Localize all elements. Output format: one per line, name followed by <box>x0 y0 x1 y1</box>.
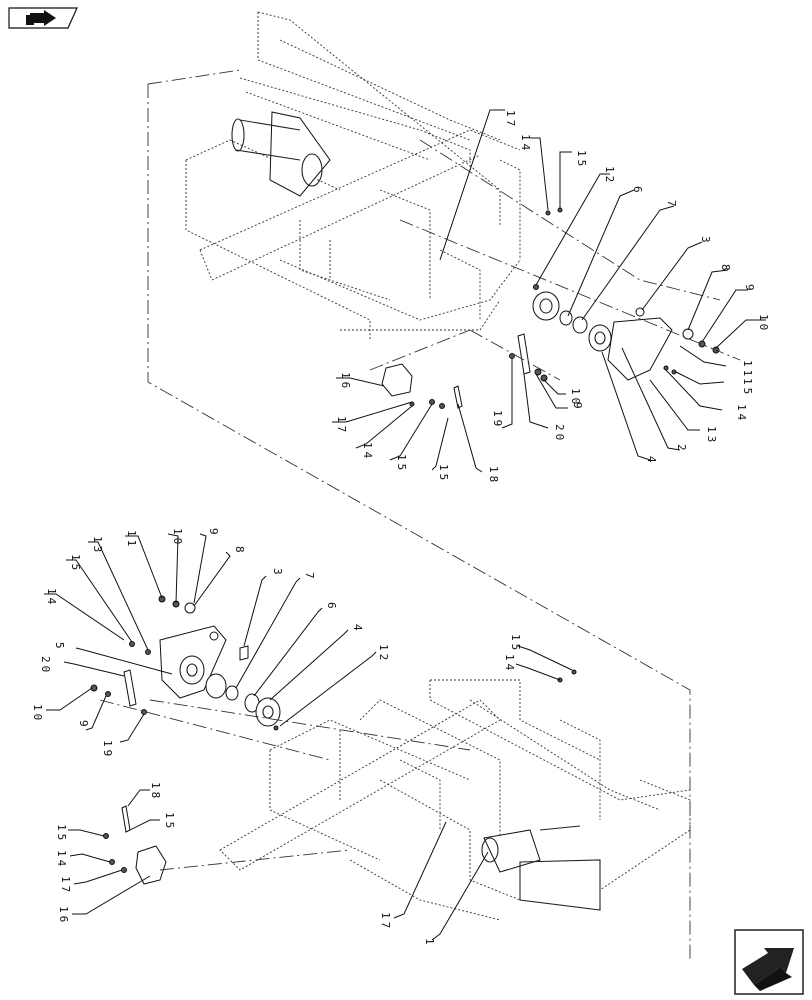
callout: 18 <box>487 466 500 485</box>
callout: 3 <box>699 236 712 246</box>
callout: 15 <box>395 454 408 473</box>
callout: 4 <box>351 624 364 634</box>
callout: 15 <box>163 812 176 831</box>
callout: 10 <box>171 528 184 547</box>
callout: 2 <box>675 444 688 454</box>
callout: 15 <box>575 150 588 169</box>
callout: 17 <box>504 110 517 129</box>
callout: 8 <box>719 264 732 274</box>
callout: 15 <box>69 554 82 573</box>
book-arrow-icon[interactable] <box>8 7 78 29</box>
callouts-lower: 11 10 9 8 13 15 14 3 7 6 4 12 5 20 10 9 … <box>31 528 522 948</box>
callout: 6 <box>325 602 338 612</box>
callout: 14 <box>735 404 748 423</box>
callout: 5 <box>53 642 66 652</box>
callout: 15 <box>509 634 522 653</box>
callout: 19 <box>491 410 504 429</box>
callout: 16 <box>57 906 70 925</box>
callout: 11 <box>741 360 754 379</box>
callout: 15 <box>437 464 450 483</box>
callout: 15 <box>741 378 754 397</box>
callout: 9 <box>743 284 756 294</box>
callout: 10 <box>31 704 44 723</box>
callout: 10 <box>569 388 582 407</box>
callout: 15 <box>55 824 68 843</box>
upper-assembly <box>147 11 741 960</box>
callout: 13 <box>91 536 104 555</box>
lower-assembly <box>90 595 691 921</box>
callout: 18 <box>149 782 162 801</box>
callout: 9 <box>77 720 90 730</box>
callout: 19 <box>101 740 114 759</box>
callout: 7 <box>303 572 316 582</box>
callout: 6 <box>631 186 644 196</box>
callout: 3 <box>271 568 284 578</box>
callout: 8 <box>233 546 246 556</box>
callout: 13 <box>705 426 718 445</box>
callout: 11 <box>125 530 138 549</box>
callout: 14 <box>519 134 532 153</box>
callout: 10 <box>757 314 770 333</box>
callout: 14 <box>45 588 58 607</box>
callout: 20 <box>553 424 566 443</box>
callout: 17 <box>379 912 392 931</box>
callout: 1 <box>423 938 436 948</box>
callout: 20 <box>39 656 52 675</box>
next-page-arrow-icon[interactable] <box>734 929 804 995</box>
callout: 17 <box>59 876 72 895</box>
callout-leaders <box>44 109 766 941</box>
callout: 12 <box>377 644 390 663</box>
callout: 9 <box>207 528 220 538</box>
callout: 12 <box>603 166 616 185</box>
callout: 14 <box>503 654 516 673</box>
callout: 14 <box>361 442 374 461</box>
callouts-upper: 17 14 15 12 6 7 3 8 9 10 11 15 14 13 2 4… <box>335 110 770 485</box>
callout: 7 <box>665 200 678 210</box>
callout: 4 <box>645 456 658 466</box>
callout: 9 <box>571 402 584 412</box>
callout: 14 <box>55 850 68 869</box>
callout: 17 <box>335 416 348 435</box>
callout: 16 <box>339 372 352 391</box>
